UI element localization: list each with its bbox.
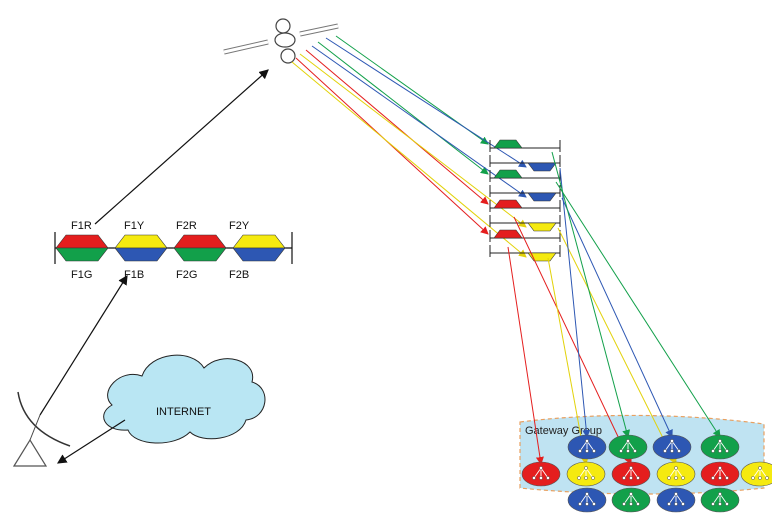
downlink-arrow-3 (317, 41, 489, 175)
downlink-arrow-2 (325, 37, 527, 168)
gateway-arrow-8 (555, 181, 721, 438)
freq-label-f2b: F2B (229, 269, 249, 281)
gateway-node-5 (521, 461, 561, 487)
gateway-node-12 (611, 487, 651, 513)
beam-channel-shape-5 (493, 199, 523, 209)
freq-label-f2g: F2G (176, 269, 197, 281)
gateway-node-3 (652, 434, 692, 460)
gateway-arrow-4 (557, 227, 677, 465)
beam-channel-shape-6 (527, 222, 557, 232)
tree-icon (751, 466, 769, 480)
freq-label-f1y: F1Y (124, 220, 145, 232)
freq-top-segment-4 (232, 234, 286, 249)
downlink-arrow-6 (299, 53, 527, 228)
downlink-arrow-4 (311, 45, 527, 198)
gateway-node-ellipse-10 (740, 461, 772, 487)
gateway-node-7 (611, 461, 651, 487)
downlink-arrow-5 (305, 49, 489, 205)
tree-icon (619, 439, 637, 453)
tree-icon (577, 466, 595, 480)
beam-channel-shape-4 (527, 192, 557, 202)
gateway-arrow-1 (507, 246, 544, 465)
uplink-arrows (39, 69, 269, 464)
gateway-node-13 (656, 487, 696, 513)
freq-label-f2y: F2Y (229, 220, 250, 232)
freq-label-f1r: F1R (71, 220, 92, 232)
gateway-node-2 (608, 434, 648, 460)
gateway-arrow-2 (513, 216, 632, 465)
gateway-arrow-7 (551, 151, 631, 438)
freq-label-f2r: F2R (176, 220, 197, 232)
tree-icon (578, 439, 596, 453)
gateway-node-6 (566, 461, 606, 487)
gateway-nodes (521, 434, 772, 513)
beam-channel-shape-8 (527, 252, 557, 262)
tree-icon (532, 466, 550, 480)
tree-icon (622, 466, 640, 480)
freq-bottom-segment-1 (55, 247, 109, 262)
gateway-node-4 (700, 434, 740, 460)
downlink-arrow-8 (291, 61, 527, 258)
tree-icon (667, 492, 685, 506)
internet-cloud: INTERNET (103, 354, 266, 444)
tree-icon (663, 439, 681, 453)
freq-top-segment-2 (114, 234, 168, 249)
tree-icon (578, 492, 596, 506)
gateway-arrow-3 (547, 257, 589, 465)
freq-bottom-segment-3 (173, 247, 227, 262)
beam-channel-shape-1 (493, 139, 523, 149)
freq-bottom-segment-2 (114, 247, 168, 262)
beam-channel-shape-3 (493, 169, 523, 179)
satellite-icon (223, 18, 339, 64)
downlink-arrows (291, 35, 527, 258)
tree-icon (711, 492, 729, 506)
gateway-node-8 (656, 461, 696, 487)
tree-icon (622, 492, 640, 506)
freq-label-f1g: F1G (71, 269, 92, 281)
tree-icon (711, 439, 729, 453)
tree-icon (711, 466, 729, 480)
frequency-bar: F1R F1Y F2R F2Y F1G F1B F2G F2B (54, 220, 293, 281)
gateway-node-11 (567, 487, 607, 513)
gateway-node-14 (700, 487, 740, 513)
ground-station-icon (12, 391, 71, 467)
freq-top-segment-1 (55, 234, 109, 249)
gateway-node-10 (740, 461, 772, 487)
gateway-arrow-6 (561, 197, 673, 438)
tree-icon (667, 466, 685, 480)
freq-top-segment-3 (173, 234, 227, 249)
beam-channel-shape-7 (493, 229, 523, 239)
freq-bottom-segment-4 (232, 247, 286, 262)
freq-label-f1b: F1B (124, 269, 144, 281)
gateway-node-1 (567, 434, 607, 460)
beam-channel-shape-2 (527, 162, 557, 172)
cloud-label: INTERNET (156, 406, 211, 418)
downlink-arrow-7 (295, 57, 489, 235)
beam-channel-bars (489, 139, 561, 262)
gateway-arrows (507, 151, 721, 465)
gateway-arrow-5 (559, 167, 591, 438)
gateway-node-9 (700, 461, 740, 487)
